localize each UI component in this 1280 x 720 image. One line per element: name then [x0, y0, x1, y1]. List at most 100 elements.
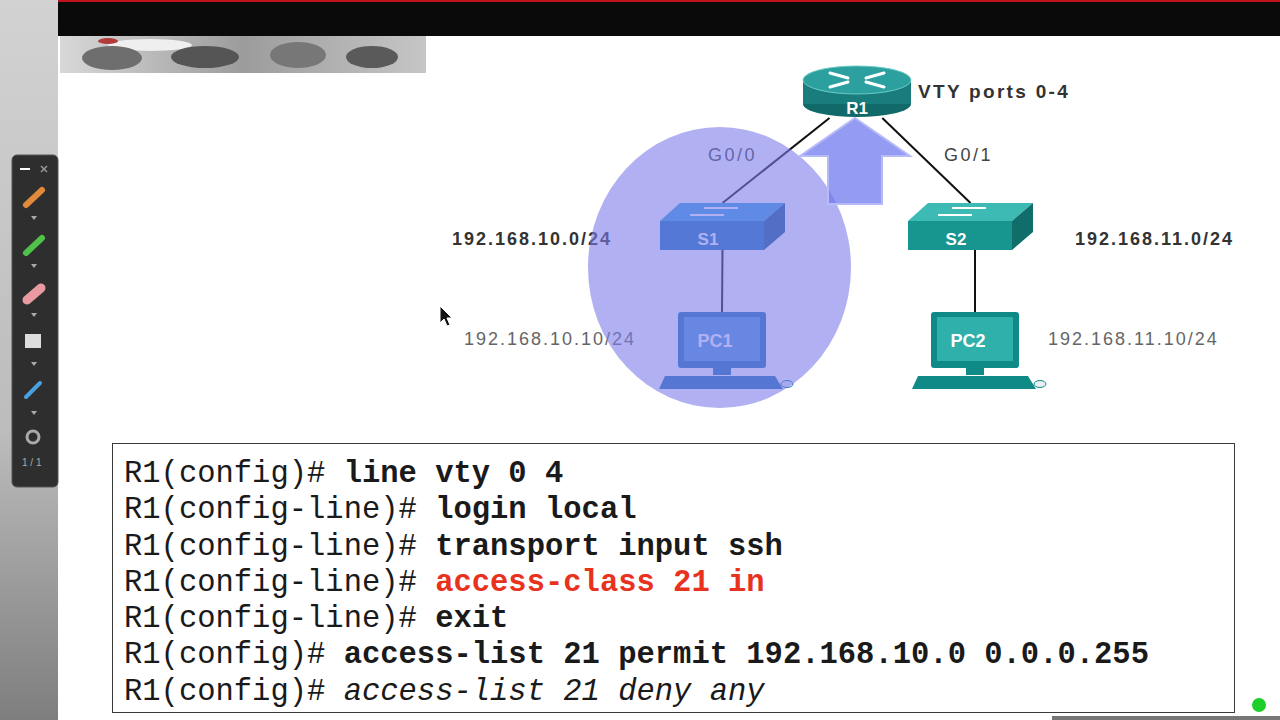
dropdown-mark [31, 362, 37, 366]
cli-prompt: R1(config-line)# [124, 493, 417, 527]
cli-command: transport input ssh [435, 530, 783, 564]
pen-icon [26, 190, 42, 205]
pc-screen [684, 317, 760, 361]
cli-prompt: R1(config)# [124, 638, 325, 672]
dropdown-mark [31, 216, 37, 220]
router-top [803, 66, 911, 94]
cli-prompt: R1(config)# [124, 675, 325, 709]
marker-icon [26, 238, 42, 253]
device-name: PC1 [697, 332, 732, 350]
code-box: R1(config)#line vty 0 4R1(config-line)#l… [112, 443, 1235, 713]
address-label: 192.168.10.10/24 [464, 330, 636, 348]
switch-side [764, 203, 785, 250]
scroll-bar [1052, 716, 1280, 720]
cli-prompt: R1(config-line)# [124, 530, 417, 564]
switch-front [660, 221, 764, 250]
switch-front [908, 221, 1012, 250]
pc-node: PC1 [673, 312, 771, 390]
node-label: PC2 [926, 330, 1010, 352]
accent-line [58, 0, 1280, 2]
router-arrow [866, 73, 884, 78]
highlight-zone [588, 127, 851, 408]
address-label: 192.168.11.0/24 [1075, 230, 1234, 248]
device-name: S2 [946, 231, 967, 248]
network-link [974, 250, 976, 312]
interface-label: G0/0 [708, 146, 757, 164]
code-line: R1(config)# access-list 21 permit 192.168… [124, 637, 1234, 673]
pc-mouse [781, 381, 793, 388]
cli-command: access-class 21 in [435, 566, 764, 600]
settings-icon [27, 431, 39, 443]
code-line: R1(config-line)# login local [124, 492, 1234, 528]
tool-icon [26, 383, 40, 397]
node-label: S1 [660, 229, 756, 249]
dropdown-mark [31, 264, 37, 268]
cli-command: line vty 0 4 [344, 457, 564, 491]
node-label: R1 [802, 98, 912, 118]
pc-stand [966, 368, 984, 375]
switch-top [660, 203, 785, 221]
title-bar [58, 0, 1280, 36]
port-label: VTY ports 0-4 [918, 82, 1070, 101]
banner-shape [82, 46, 142, 70]
dropdown-mark [31, 411, 37, 415]
cli-prompt: R1(config)# [124, 457, 325, 491]
pc-mouse [1034, 381, 1046, 388]
minimize-icon [20, 168, 30, 170]
address-label: 192.168.10.0/24 [452, 230, 612, 248]
switch-node: S2 [908, 203, 1033, 250]
switch-arrow [690, 214, 724, 216]
close-icon [41, 166, 47, 172]
pc-screen [937, 317, 1013, 361]
switch-icon [660, 203, 785, 250]
banner-shape [270, 42, 326, 68]
close-icon [41, 166, 47, 172]
cli-prompt: R1(config-line)# [124, 566, 417, 600]
node-label: S2 [908, 229, 1004, 249]
router-arrow [830, 73, 848, 78]
pc-monitor [678, 312, 766, 368]
pc-node: PC2 [926, 312, 1024, 390]
eraser-icon [27, 288, 41, 300]
code-line: R1(config)# line vty 0 4 [124, 456, 1234, 492]
code-line: R1(config-line)# access-class 21 in [124, 565, 1234, 601]
device-name: S1 [698, 231, 719, 248]
device-name: PC2 [950, 332, 985, 350]
pc-keyboard [912, 376, 1036, 389]
shape-icon [25, 334, 41, 348]
toolbar [12, 155, 58, 487]
switch-arrow [938, 214, 972, 216]
page-counter: 1 / 1 [22, 458, 41, 468]
side-strip [0, 0, 58, 720]
interface-label: G0/1 [944, 146, 993, 164]
switch-arrow [704, 207, 738, 209]
mouse-cursor [440, 306, 452, 326]
network-link [721, 250, 724, 312]
banner-shape [346, 46, 398, 68]
device-name: R1 [846, 100, 868, 117]
switch-top [908, 203, 1033, 221]
status-dot [1252, 698, 1266, 712]
cli-command: access-list 21 permit 192.168.10.0 0.0.0… [344, 638, 1149, 672]
pc-keyboard [659, 376, 783, 389]
cli-prompt: R1(config-line)# [124, 602, 417, 636]
router-arrow [866, 82, 884, 87]
direction-arrow [800, 118, 910, 204]
code-line: R1(config)# access-list 21 deny any [124, 674, 1234, 710]
pc-stand [713, 368, 731, 375]
cli-command: access-list 21 deny any [344, 675, 765, 709]
code-line: R1(config-line)# transport input ssh [124, 529, 1234, 565]
pc-icon [673, 312, 771, 390]
node-label: PC1 [673, 330, 757, 352]
pc-monitor [931, 312, 1019, 368]
banner-shape [98, 38, 118, 44]
switch-side [1012, 203, 1033, 250]
cli-command: login local [435, 493, 636, 527]
banner-image [60, 36, 426, 73]
cli-command: exit [435, 602, 508, 636]
switch-icon [908, 203, 1033, 250]
address-label: 192.168.11.10/24 [1048, 330, 1219, 348]
switch-node: S1 [660, 203, 785, 250]
pc-icon [926, 312, 1024, 390]
banner-shape [171, 46, 239, 68]
